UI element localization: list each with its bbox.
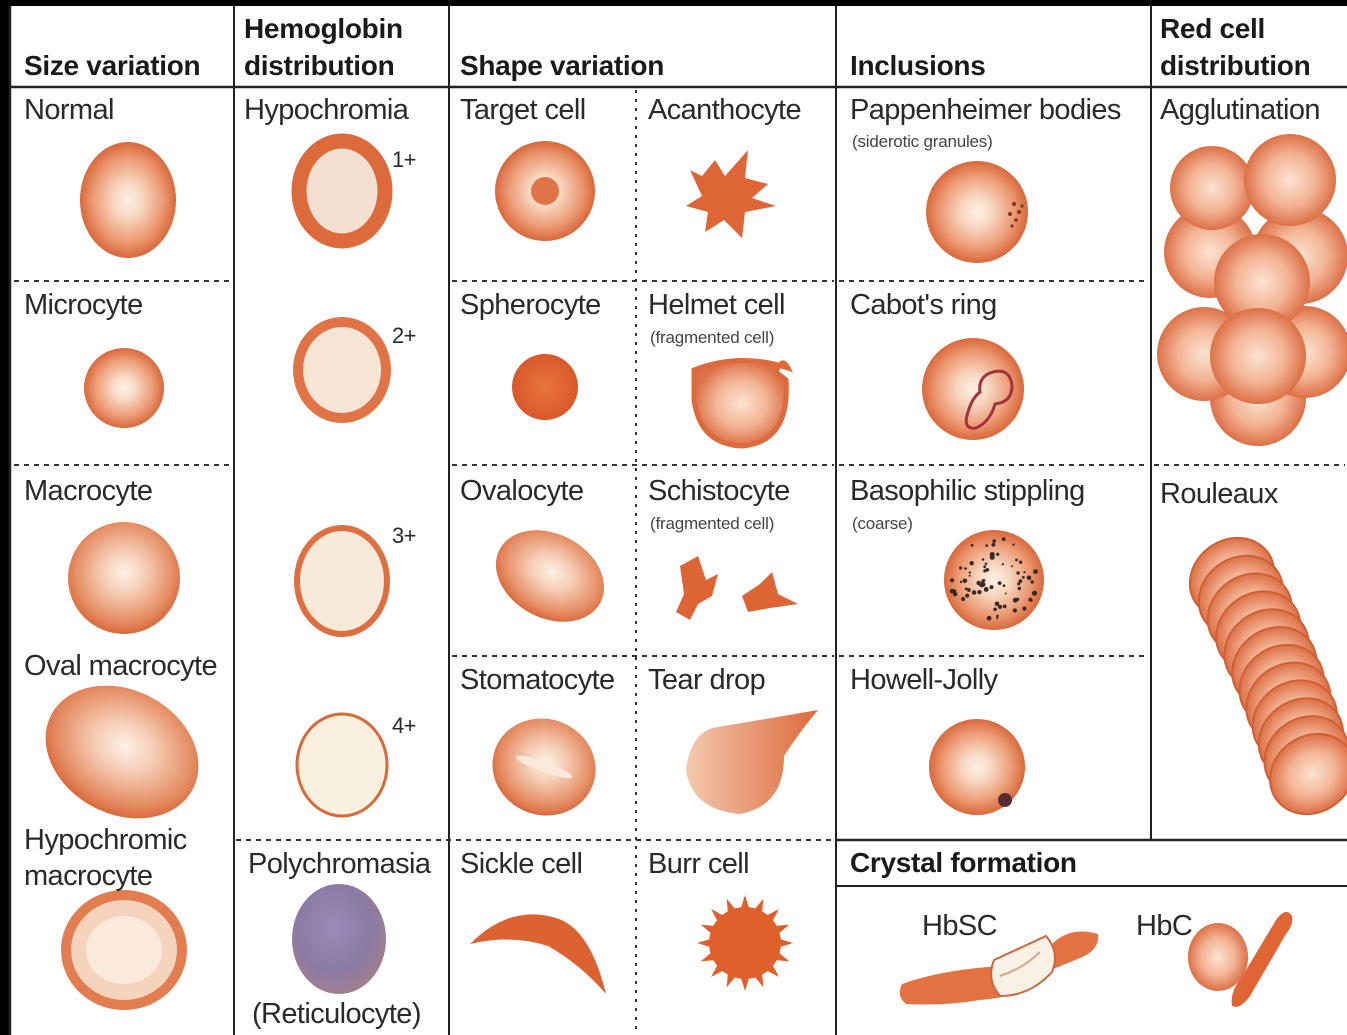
label-hbc: HbC [1136, 908, 1192, 944]
normal-cell [80, 142, 176, 258]
header-hemoglobin-distribution: Hemoglobin distribution [244, 10, 434, 84]
label-hypochromic-macrocyte: Hypochromic macrocyte [24, 822, 214, 894]
label-cabots-ring: Cabot's ring [850, 287, 997, 323]
label-fragmented-cell-2: (fragmented cell) [650, 514, 774, 534]
header-shape-variation: Shape variation [460, 47, 664, 85]
label-pappenheimer-bodies: Pappenheimer bodies [850, 92, 1121, 128]
label-hypochromia: Hypochromia [244, 92, 408, 128]
hypochromia-1-cell [299, 141, 385, 241]
label-polychromasia: Polychromasia [248, 846, 430, 882]
label-schistocyte: Schistocyte [648, 473, 790, 509]
grade-2: 2+ [392, 318, 416, 354]
label-sickle-cell: Sickle cell [460, 846, 582, 882]
label-coarse: (coarse) [852, 514, 913, 534]
label-agglutination: Agglutination [1160, 92, 1320, 128]
label-acanthocyte: Acanthocyte [648, 92, 801, 128]
label-howell-jolly: Howell-Jolly [850, 662, 998, 698]
polychromasia-cell [292, 884, 386, 994]
label-macrocyte: Macrocyte [24, 473, 152, 509]
helmet-cell [694, 360, 788, 446]
hypochromia-4-cell [297, 714, 387, 816]
label-ovalocyte: Ovalocyte [460, 473, 584, 509]
label-target-cell: Target cell [460, 92, 586, 128]
label-hbsc: HbSC [922, 908, 997, 944]
label-spherocyte: Spherocyte [460, 287, 601, 323]
macrocyte-cell [68, 522, 180, 634]
label-microcyte: Microcyte [24, 287, 143, 323]
label-helmet-cell: Helmet cell [648, 287, 785, 323]
label-rouleaux: Rouleaux [1160, 476, 1278, 512]
header-crystal-formation: Crystal formation [850, 844, 1077, 882]
hypochromia-2-cell [298, 322, 386, 418]
spherocyte-cell [512, 354, 578, 420]
microcyte-cell [84, 348, 164, 428]
header-size-variation: Size variation [24, 47, 200, 85]
label-normal: Normal [24, 92, 114, 128]
pappenheimer-cell [926, 161, 1028, 263]
label-burr-cell: Burr cell [648, 846, 749, 882]
burr-cell [697, 895, 793, 991]
grade-1: 1+ [392, 142, 416, 178]
grade-4: 4+ [392, 708, 416, 744]
label-siderotic-granules: (siderotic granules) [852, 132, 993, 152]
hypochromia-3-cell [297, 528, 387, 634]
header-inclusions: Inclusions [850, 47, 985, 85]
label-basophilic-stippling: Basophilic stippling [850, 473, 1085, 509]
cabots-ring-cell [922, 338, 1024, 440]
label-stomatocyte: Stomatocyte [460, 662, 615, 698]
label-fragmented-cell-1: (fragmented cell) [650, 328, 774, 348]
label-reticulocyte: (Reticulocyte) [252, 996, 421, 1032]
header-red-cell-distribution: Red cell distribution [1160, 10, 1340, 84]
grade-3: 3+ [392, 518, 416, 554]
label-tear-drop: Tear drop [648, 662, 765, 698]
label-oval-macrocyte: Oval macrocyte [24, 648, 217, 684]
